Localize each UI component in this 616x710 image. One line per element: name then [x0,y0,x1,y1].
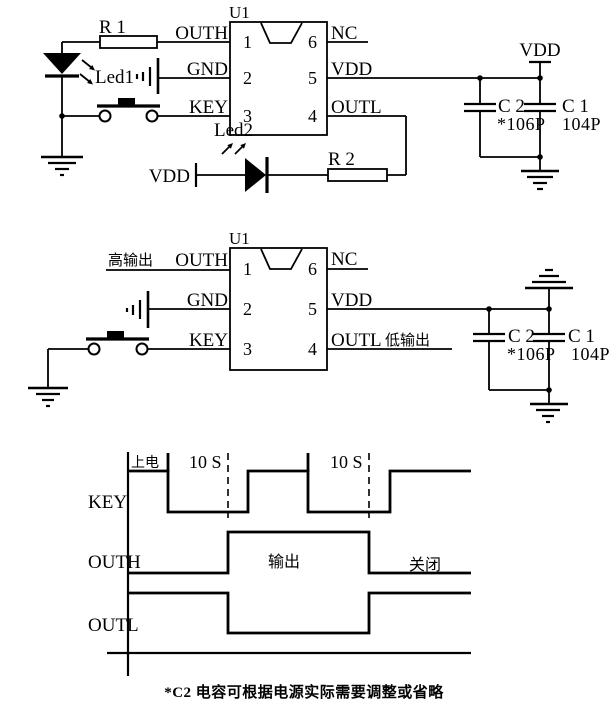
ic2-pin-label-nc: NC [331,249,357,270]
high-output-label: 高输出 [108,252,153,269]
ic2-pin1-number: 1 [243,259,252,279]
ic1-pin2-number: 2 [243,68,252,88]
vdd-rail-and-caps: VDD C 2 C 1 *106P 104P [327,40,601,191]
c2-value: *106P [507,344,556,364]
vdd-rail-label: VDD [519,40,560,61]
led2-triangle [245,158,266,192]
ic2-pin-label-outl: OUTL [331,330,382,351]
circuit2: U1 1 2 3 6 5 4 OUTH GND KEY NC VDD OUTL … [28,229,610,424]
ic2-pin3-number: 3 [243,339,252,359]
ic2-pin6-number: 6 [308,259,317,279]
ic1-notch [260,22,303,44]
footnote-c2: *C2 电容可根据电源实际需要调整或省略 [164,683,444,701]
r2-body [327,168,388,182]
led2-arrowhead [227,143,233,149]
button-terminal [145,109,159,123]
c1-value: 104P [571,344,610,364]
vdd-terminal-label: VDD [149,166,190,187]
c1-label: C 1 [568,326,595,347]
ic2: U1 1 2 3 6 5 4 OUTH GND KEY NC VDD OUTL [175,229,382,371]
ground-icon-sideways [125,291,230,328]
ic2-pin-label-outh: OUTH [175,250,228,271]
ic1-pin5-number: 5 [308,68,317,88]
ic1-pin4-number: 4 [308,106,317,126]
ic1-pin6-number: 6 [308,32,317,52]
button-terminal [135,342,149,356]
led1-arrowhead [89,65,95,71]
ic1-pin-label-vdd: VDD [331,59,372,80]
ic2-pin5-number: 5 [308,299,317,319]
led2-emission-arrow [221,145,231,155]
ic1-pin-label-gnd: GND [187,59,228,80]
c2-value: *106P [497,114,546,134]
vdd-caps-grounds: C 2 C 1 *106P 104P [327,268,610,424]
interval-1-label: 10 S [189,452,222,472]
ground-icon [530,402,568,424]
c1-label: C 1 [562,96,589,117]
push-button [28,331,230,408]
c2-label: C 2 [498,96,525,117]
ground-icon-sideways [135,58,230,94]
junction-dot [537,154,543,160]
ic1-pin-label-key: KEY [189,97,228,118]
ic1: U1 1 2 3 6 5 4 OUTH GND KEY NC VDD OUTL [175,3,382,136]
led1-arrowhead [87,79,93,85]
led1-triangle [43,53,81,74]
led2-arrowhead [240,143,246,149]
signal-label-outh: OUTH [88,552,141,573]
led1-emission-arrow [81,59,93,69]
ic2-pin4-number: 4 [308,339,317,359]
ic1-pin3-number: 3 [243,106,252,126]
led1-emission-arrow [79,73,91,83]
button-actuator [107,331,124,339]
junction-dot [537,75,543,81]
waveform-outh [128,530,471,575]
output-off-label: 关闭 [409,556,441,574]
ground-icon [28,386,68,408]
ic2-pin-label-key: KEY [189,330,228,351]
button-terminal [98,109,112,123]
signal-label-key: KEY [88,492,127,513]
low-output-label: 低输出 [385,332,430,349]
c2-label: C 2 [508,326,535,347]
timing-diagram: KEY OUTH OUTL 上电 10 S 10 S 输出 关闭 [88,452,471,676]
ic2-pin2-number: 2 [243,299,252,319]
ground-icon-inverted [525,268,573,309]
ic1-pin-label-outh: OUTH [175,23,228,44]
ground-icon [41,155,83,177]
push-button [59,98,230,123]
r1-label: R 1 [99,17,126,38]
ic1-pin-label-outl: OUTL [331,97,382,118]
button-actuator [118,98,135,106]
interval-2-label: 10 S [330,452,363,472]
led2-label: Led2 [214,120,253,141]
resistor-r1: R 1 [62,17,230,49]
output-on-label: 输出 [268,553,300,571]
ic1-pin-label-nc: NC [331,23,357,44]
power-on-label: 上电 [131,455,159,471]
junction-dot [546,387,552,393]
ic2-pin-label-vdd: VDD [331,290,372,311]
waveform-key [128,469,471,514]
circuit1: U1 1 2 3 6 5 4 OUTH GND KEY NC VDD OUTL … [41,3,601,193]
c1-value: 104P [562,114,601,134]
ic2-ref: U1 [229,229,250,248]
led1-label: Led1 [95,67,134,88]
ground-icon [521,169,559,191]
led2-r2-branch: Led2 VDD R 2 [149,115,407,193]
waveform-outl [128,591,471,635]
ic2-pin-label-gnd: GND [187,290,228,311]
signal-label-outl: OUTL [88,615,139,636]
r2-label: R 2 [328,149,355,170]
button-terminal [87,342,101,356]
ic1-pin1-number: 1 [243,32,252,52]
ic1-ref: U1 [229,3,250,22]
ic2-notch [260,248,303,270]
led2-emission-arrow [234,145,244,155]
